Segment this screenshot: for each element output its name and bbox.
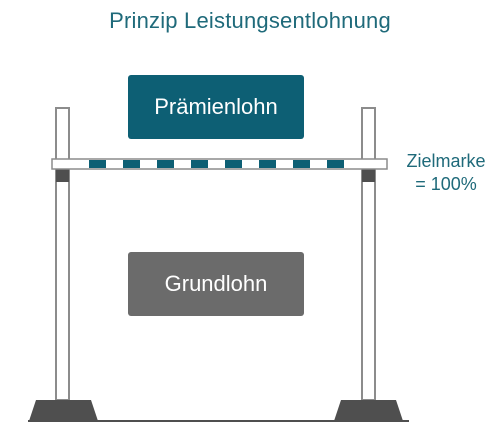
- grundlohn-label: Grundlohn: [164, 271, 268, 296]
- praemienlohn-box: Prämienlohn: [128, 75, 304, 139]
- crossbar-stripes: [89, 160, 344, 168]
- zielmarke-line2: = 100%: [415, 174, 477, 194]
- crossbar-stripe: [191, 160, 208, 168]
- grundlohn-box: Grundlohn: [128, 252, 304, 316]
- praemienlohn-label: Prämienlohn: [154, 94, 278, 119]
- zielmarke-line1: Zielmarke: [406, 151, 486, 171]
- crossbar-stripe: [327, 160, 344, 168]
- crossbar-stripe: [123, 160, 140, 168]
- diagram-title: Prinzip Leistungsentlohnung: [109, 8, 391, 33]
- crossbar-stripe: [157, 160, 174, 168]
- crossbar-stripe: [225, 160, 242, 168]
- crossbar-stripe: [259, 160, 276, 168]
- crossbar-stripe: [89, 160, 106, 168]
- zielmarke-annotation: Zielmarke = 100%: [396, 150, 496, 196]
- left-post: [29, 107, 98, 421]
- crossbar-stripe: [293, 160, 310, 168]
- striped-crossbar: [51, 158, 388, 170]
- right-post: [334, 107, 403, 421]
